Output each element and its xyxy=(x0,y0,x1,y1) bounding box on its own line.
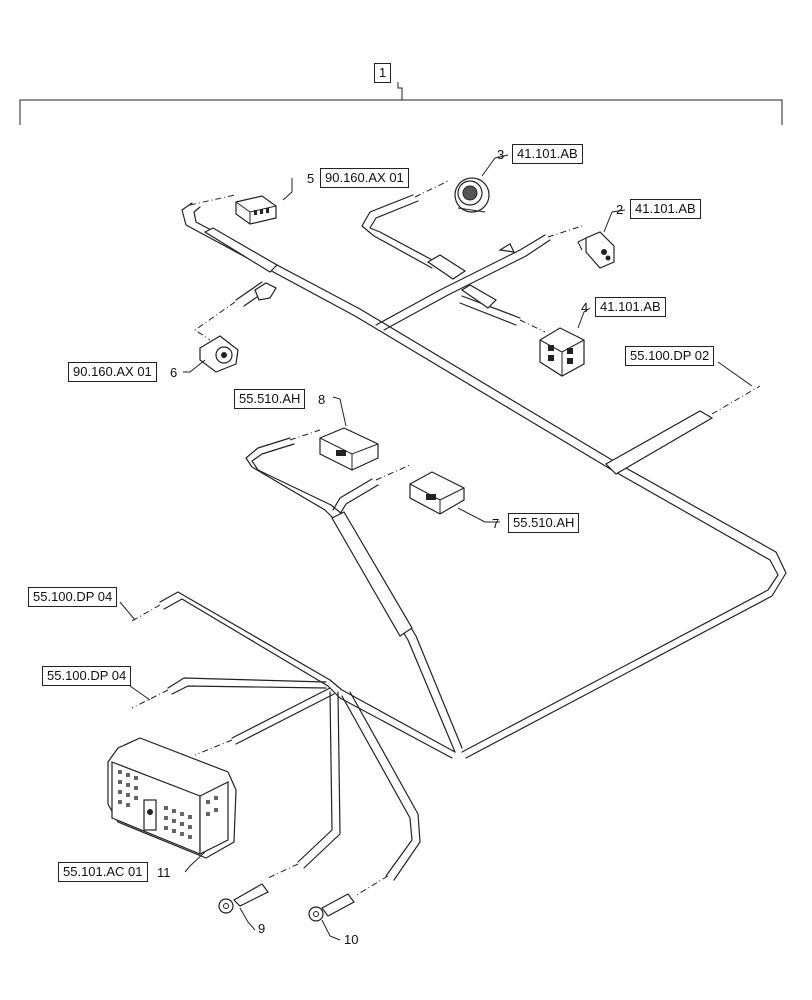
connector-3-icon xyxy=(454,177,490,213)
reference-dp02: 55.100.DP 02 xyxy=(625,346,715,366)
connector-6-icon xyxy=(199,335,239,373)
callout-4-item: 4 xyxy=(581,300,589,315)
callout-5-ref: 90.160.AX 01 xyxy=(320,168,409,188)
callout-11-ref: 55.101.AC 01 xyxy=(58,862,148,882)
connector-5-icon xyxy=(235,195,277,225)
callout-leaders xyxy=(119,154,753,941)
callout-10-item: 10 xyxy=(344,932,359,947)
upper-harness xyxy=(181,194,787,759)
callout-6-ref: 90.160.AX 01 xyxy=(68,362,157,382)
callout-7-ref: 55.510.AH xyxy=(508,513,580,533)
callout-4-ref: 41.101.AB xyxy=(595,297,666,317)
callout-5-item: 5 xyxy=(307,171,315,186)
connector-11-ecu-icon xyxy=(107,737,237,859)
callout-11-item: 11 xyxy=(157,865,171,880)
leader-lines xyxy=(129,179,761,897)
callout-3-ref: 41.101.AB xyxy=(512,144,583,164)
reference-dp04-lower: 55.100.DP 04 xyxy=(42,666,132,686)
callout-9-item: 9 xyxy=(258,921,266,936)
connector-7-icon xyxy=(409,471,465,515)
ring-terminal-10-icon xyxy=(308,893,355,922)
assembly-item-label: 1 xyxy=(374,63,392,83)
callout-8-ref: 55.510.AH xyxy=(234,389,306,409)
callout-7-item: 7 xyxy=(492,516,500,531)
callout-3-item: 3 xyxy=(497,147,505,162)
reference-dp04-upper: 55.100.DP 04 xyxy=(28,587,118,607)
middle-harness xyxy=(245,437,463,753)
connector-2-icon xyxy=(577,231,615,269)
callout-2-item: 2 xyxy=(616,202,624,217)
callout-6-item: 6 xyxy=(170,365,178,380)
assembly-bracket xyxy=(19,82,783,125)
callout-2-ref: 41.101.AB xyxy=(630,199,701,219)
ring-terminal-9-icon xyxy=(218,883,269,914)
connector-8-icon xyxy=(319,427,379,471)
callout-8-item: 8 xyxy=(318,392,326,407)
connector-4-icon xyxy=(539,327,585,377)
lower-harness xyxy=(159,591,456,881)
